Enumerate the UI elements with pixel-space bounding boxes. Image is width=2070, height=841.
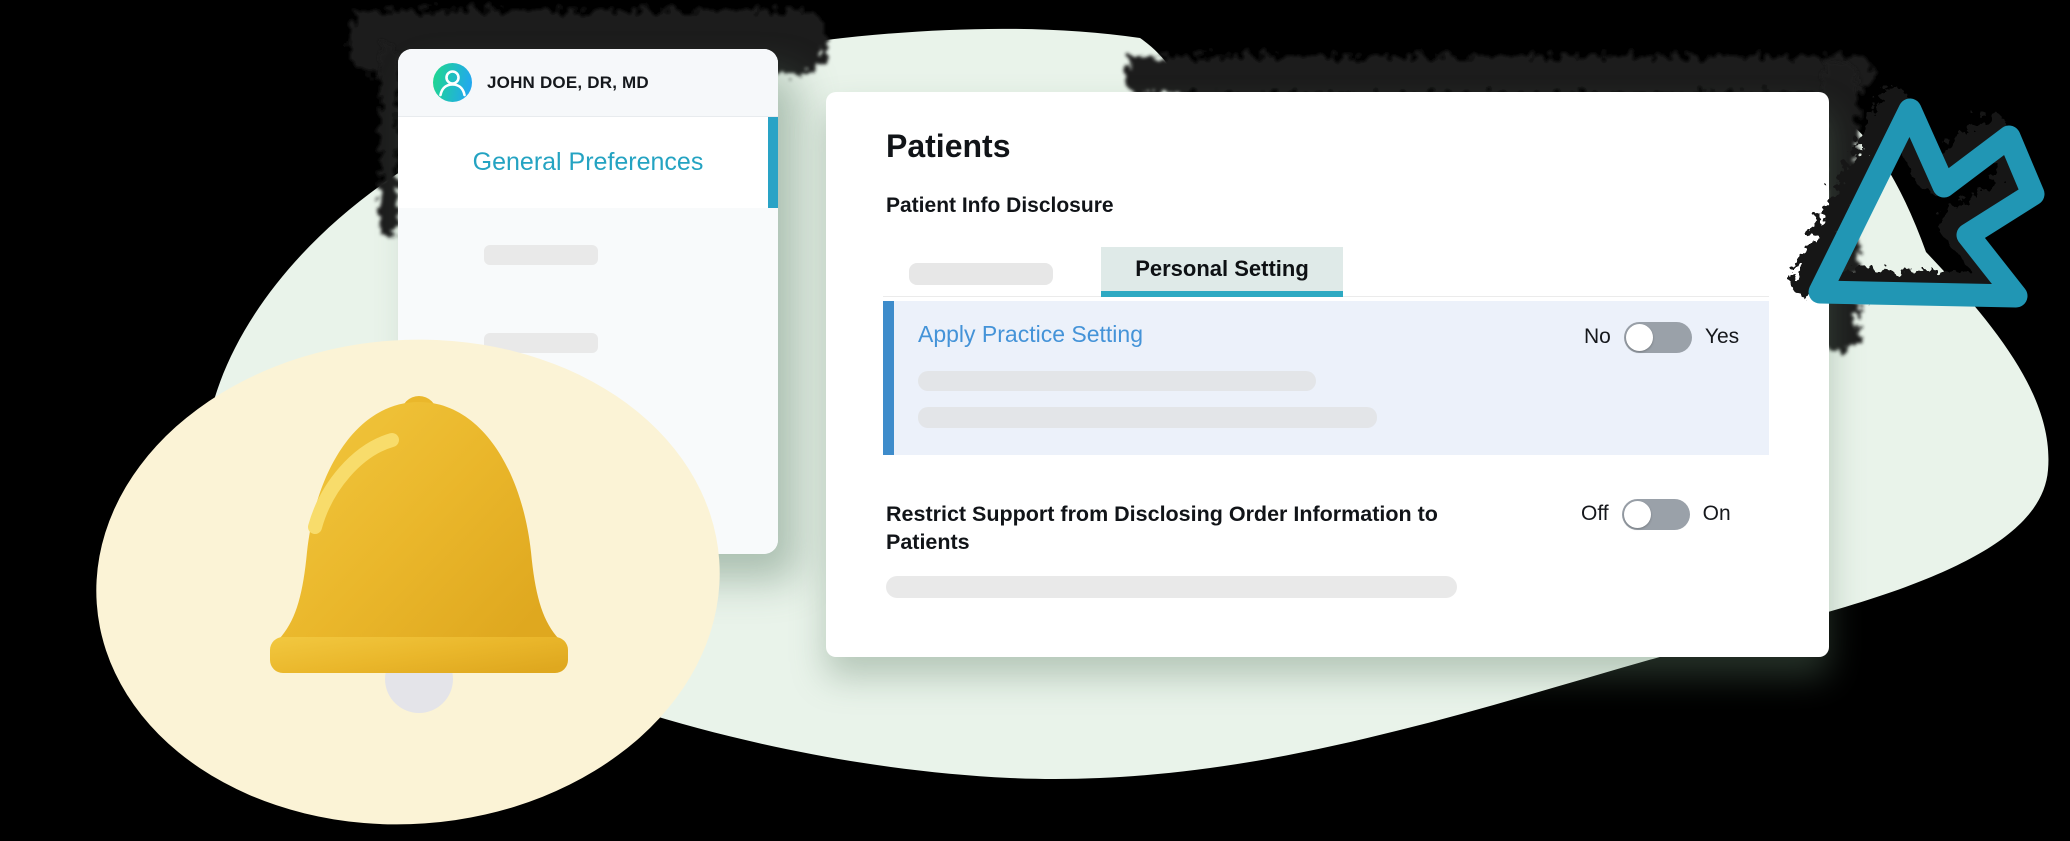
sidebar-item-general-preferences[interactable]: General Preferences <box>398 117 778 208</box>
restrict-support-setting-label: Restrict Support from Disclosing Order I… <box>886 502 1438 555</box>
placeholder-bar <box>886 576 1457 598</box>
bell-highlight <box>308 433 399 534</box>
apply-practice-toggle-row: No Yes <box>1584 317 1739 357</box>
placeholder-bar <box>484 333 598 353</box>
toggle-knob <box>1625 323 1653 351</box>
tab-placeholder[interactable] <box>909 263 1053 285</box>
active-item-bar <box>768 117 778 208</box>
cursor-arrow-icon <box>1790 86 2045 308</box>
bell-icon <box>270 396 568 713</box>
user-header: JOHN DOE, DR, MD <box>398 49 778 117</box>
toggle-on-label: On <box>1702 502 1731 525</box>
toggle-knob <box>1623 500 1651 528</box>
apply-practice-setting-link[interactable]: Apply Practice Setting <box>918 321 1144 347</box>
apply-practice-toggle[interactable] <box>1623 321 1692 353</box>
apply-practice-setting-section: Apply Practice Setting No Yes <box>883 301 1769 455</box>
tab-label: Personal Setting <box>1135 256 1309 281</box>
restrict-support-toggle[interactable] <box>1621 498 1690 530</box>
tab-personal-setting[interactable]: Personal Setting <box>1101 247 1343 297</box>
placeholder-bar <box>484 245 598 265</box>
sketch-shadow <box>380 44 398 239</box>
toggle-off-label: No <box>1584 325 1611 348</box>
user-avatar-icon <box>433 63 472 102</box>
patients-settings-card: Patients Patient Info Disclosure Persona… <box>826 92 1829 657</box>
toggle-off-label: Off <box>1581 502 1609 525</box>
toggle-on-label: Yes <box>1704 325 1740 348</box>
page-title: Patients <box>886 128 1011 164</box>
sketch-shadow <box>1125 56 1873 94</box>
placeholder-bar <box>918 407 1377 428</box>
restrict-support-toggle-row: Off On <box>1581 494 1731 534</box>
user-name: JOHN DOE, DR, MD <box>487 72 649 92</box>
section-subtitle: Patient Info Disclosure <box>886 194 1114 217</box>
sidebar-item-label: General Preferences <box>472 148 704 176</box>
placeholder-bar <box>918 371 1316 391</box>
